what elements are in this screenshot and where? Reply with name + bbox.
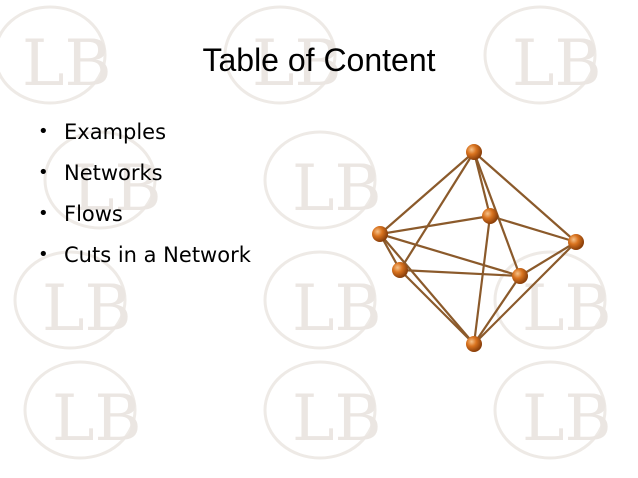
network-edges (379, 151, 577, 345)
svg-text:LB: LB (72, 152, 162, 226)
list-item-label: Networks (64, 161, 163, 185)
svg-text:LB: LB (292, 272, 382, 346)
svg-text:LB: LB (22, 27, 112, 101)
svg-text:LB: LB (292, 382, 382, 456)
lb-logo-watermark-icon: LB (480, 245, 630, 365)
lb-logo-watermark-icon: LB (0, 245, 150, 365)
lb-logo-watermark-icon: LB (480, 355, 630, 475)
network-node (466, 144, 482, 160)
list-item: • Networks (38, 155, 251, 196)
lb-logo-watermark-icon: LB (210, 0, 360, 120)
lb-logo-watermark-icon: LB (250, 245, 400, 365)
svg-text:LB: LB (292, 152, 382, 226)
lb-logo-watermark-icon: LB (250, 125, 400, 245)
list-item: • Cuts in a Network (38, 237, 251, 278)
bullet-icon: • (38, 121, 49, 142)
lb-logo-watermark-icon: LB (250, 355, 400, 475)
lb-logo-watermark-icon: LB (0, 0, 130, 120)
list-item: • Examples (38, 114, 251, 155)
svg-text:LB: LB (52, 382, 142, 456)
list-item-label: Examples (64, 120, 167, 144)
slide-title: Table of Content (202, 42, 436, 78)
network-node (372, 226, 388, 242)
network-node (466, 336, 482, 352)
svg-text:LB: LB (42, 272, 132, 346)
svg-text:LB: LB (522, 272, 612, 346)
bullet-icon: • (38, 244, 49, 265)
content-list: • Examples • Networks • Flows • Cuts in … (38, 114, 251, 278)
network-node (512, 268, 528, 284)
svg-text:LB: LB (522, 382, 612, 456)
lb-logo-watermark-icon: LB (30, 125, 180, 245)
svg-text:LB: LB (512, 27, 602, 101)
octahedron-network-icon (370, 140, 590, 355)
lb-logo-watermark-icon: LB (470, 0, 620, 120)
list-item: • Flows (38, 196, 251, 237)
list-item-label: Cuts in a Network (64, 243, 251, 267)
list-item-label: Flows (64, 202, 123, 226)
network-node (482, 208, 498, 224)
network-nodes (372, 144, 584, 352)
bullet-icon: • (38, 203, 49, 224)
network-node (568, 234, 584, 250)
network-node (392, 262, 408, 278)
svg-text:LB: LB (252, 27, 342, 101)
lb-logo-watermark-icon: LB (10, 355, 160, 475)
bullet-icon: • (38, 162, 49, 183)
